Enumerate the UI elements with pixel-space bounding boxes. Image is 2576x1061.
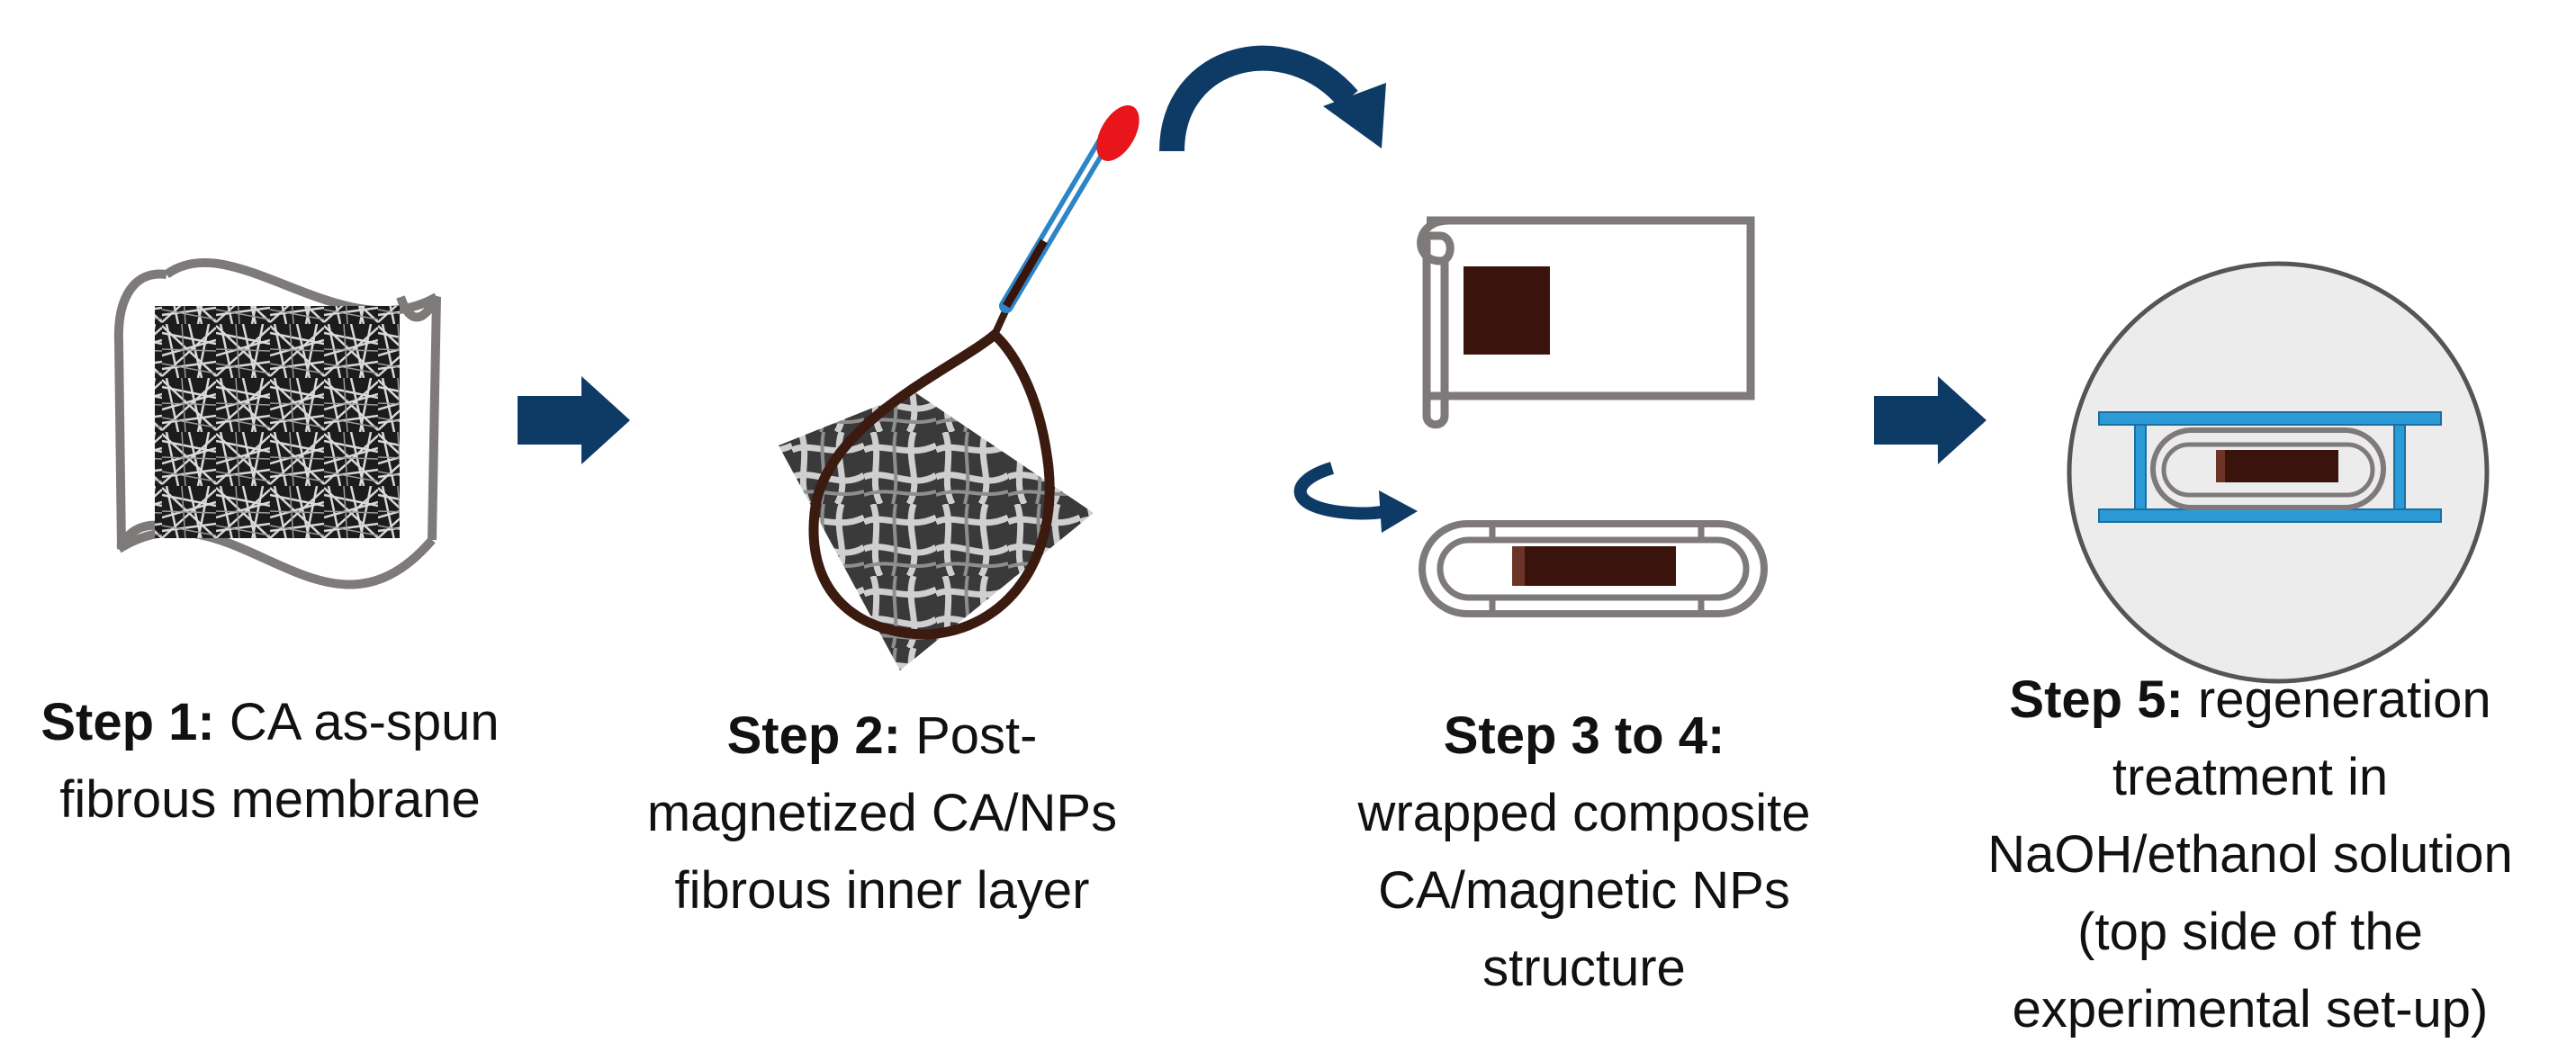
step3-label: Step 3 to 4: [1443,706,1725,765]
step3-sheet [1417,216,1755,429]
step2-label: Step 2: [726,706,901,765]
step5-line-2: treatment in [2112,748,2389,806]
step3-caption: Step 3 to 4: wrapped composite CA/magnet… [1323,697,1845,1007]
step5-caption: Step 5: regeneration treatment in NaOH/e… [1944,661,2556,1048]
step2-line-2: magnetized CA/NPs [646,784,1118,842]
wand-tip [1096,105,1139,161]
rotate-arrow-icon [1293,462,1418,533]
step4-wrapped-structure [1419,520,1768,617]
magnet-block [1464,266,1550,355]
sem-image-coarse-fibers [779,391,1094,670]
magnet-block-wrapped [1512,546,1676,586]
step2-magnetic-wand [779,105,1139,670]
step2-caption: Step 2: Post- magnetized CA/NPs fibrous … [630,697,1134,930]
step2-line-3: fibrous inner layer [674,861,1090,920]
step1-line-2: fibrous membrane [59,770,481,829]
step5-line-4: (top side of the [2077,903,2423,961]
curved-arrow-icon [1159,45,1386,152]
step3-line-2: CA/magnetic NPs [1378,861,1790,920]
step5-label: Step 5: [2009,670,2184,729]
step1-label: Step 1: [41,693,215,751]
step1-caption: Step 1: CA as-spun fibrous membrane [18,684,522,839]
step1-membrane [113,258,441,589]
step3-line-1: wrapped composite [1357,784,1811,842]
magnet-block-setup [2216,450,2338,482]
step5-setup [2067,261,2490,684]
step5-line-1: regeneration [2197,670,2491,729]
step5-line-5: experimental set-up) [2012,980,2489,1039]
step2-line-1: Post- [915,706,1038,765]
sem-image-fine-fibers [155,306,400,538]
right-arrow-icon [518,376,630,464]
step3-line-3: structure [1482,939,1686,997]
step5-line-3: NaOH/ethanol solution [1987,825,2513,884]
right-arrow-icon [1874,376,1986,464]
step1-line-1: CA as-spun [229,693,500,751]
